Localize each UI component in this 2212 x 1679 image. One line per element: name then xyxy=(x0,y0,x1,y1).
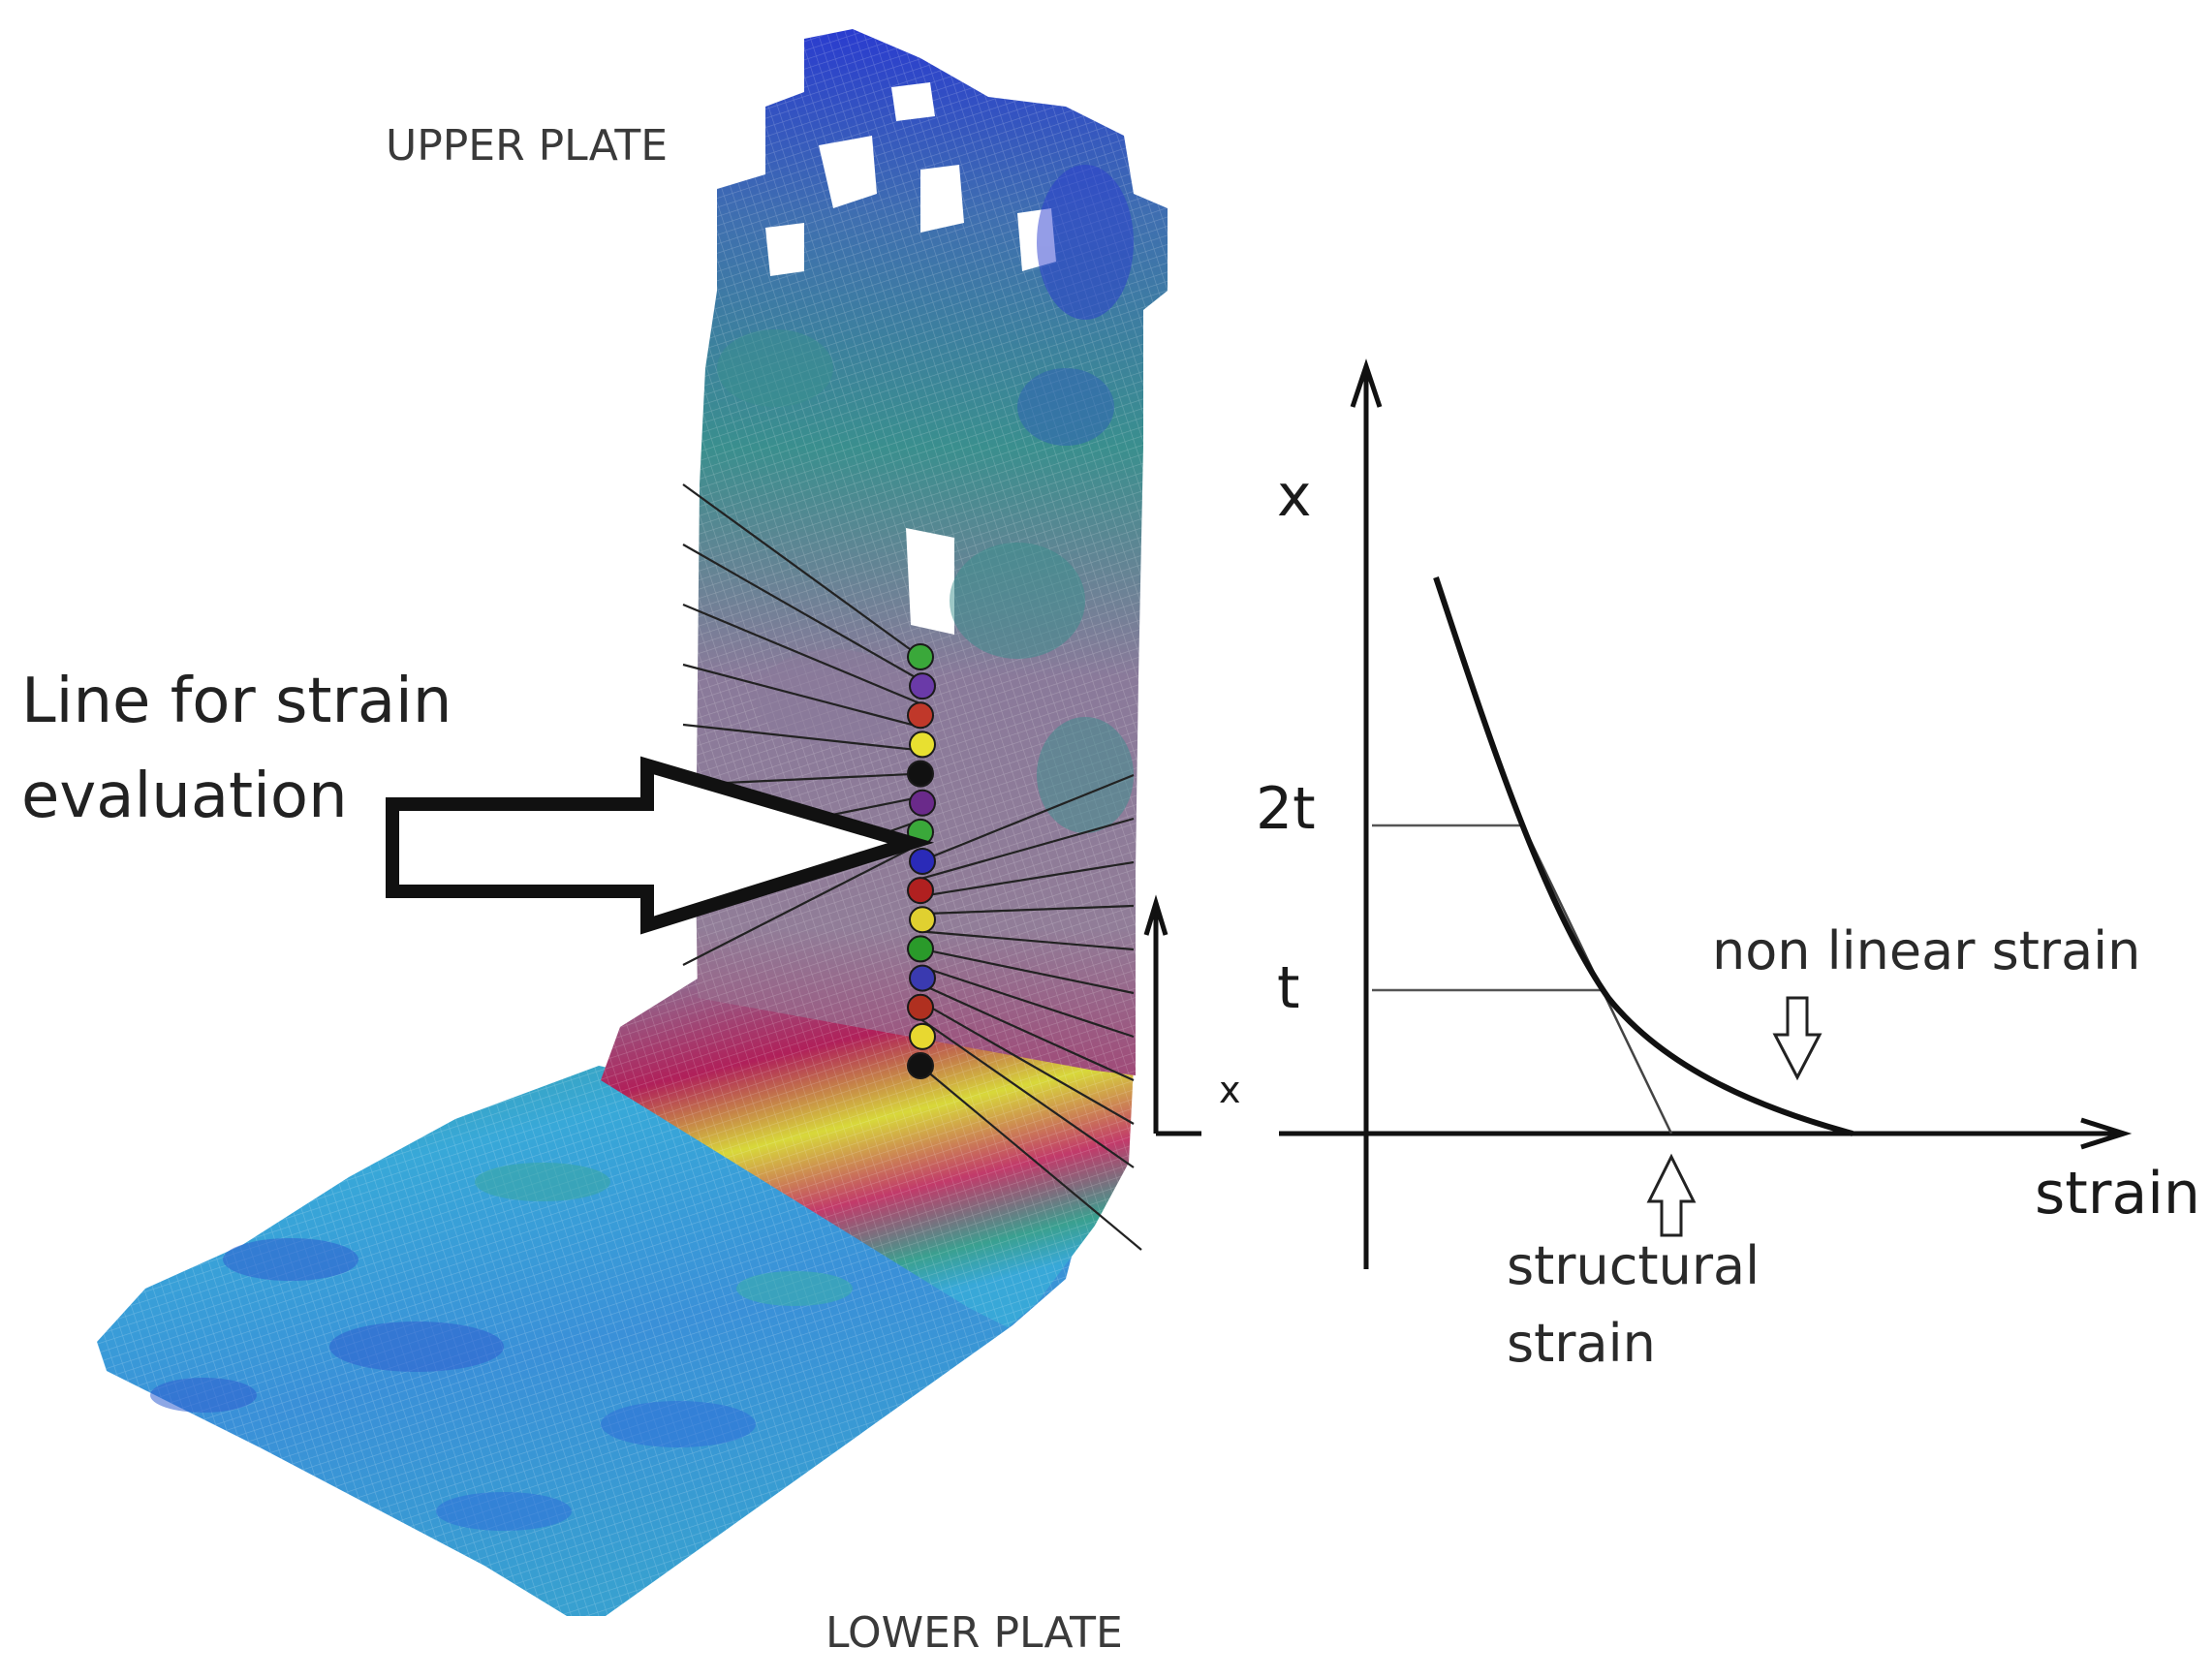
structural-strain-label-1: structural xyxy=(1507,1235,1760,1296)
evaluation-line xyxy=(919,1000,1135,1125)
y-axis-label: x xyxy=(1277,462,1312,530)
evaluation-line xyxy=(919,904,1135,916)
evaluation-line xyxy=(682,723,921,752)
evaluation-line xyxy=(682,544,921,682)
evaluation-point xyxy=(907,993,934,1021)
evaluation-line xyxy=(682,842,921,966)
evaluation-point xyxy=(907,1052,934,1079)
callout-arrow xyxy=(386,756,935,935)
evaluation-point xyxy=(907,935,934,963)
evaluation-points xyxy=(907,643,936,1079)
nonlinear-strain-label: non linear strain xyxy=(1712,920,2140,981)
y-axis-arrowhead xyxy=(1350,358,1383,408)
weld-height-arrow xyxy=(1143,894,1201,1136)
upper-plate-label: UPPER PLATE xyxy=(386,121,668,171)
evaluation-line xyxy=(919,817,1135,881)
upper-plate-contours xyxy=(717,165,1134,833)
weld-height-label: x xyxy=(1219,1069,1241,1111)
evaluation-point xyxy=(909,789,936,817)
structural-strain-label-2: strain xyxy=(1507,1313,1656,1374)
lower-plate-contours xyxy=(150,1163,853,1531)
evaluation-point xyxy=(909,964,936,992)
evaluation-line xyxy=(682,663,921,729)
evaluation-line xyxy=(919,965,1135,1039)
level-t-label: t xyxy=(1277,954,1300,1022)
evaluation-point xyxy=(907,643,934,670)
strain-graph: x strain 2t t non linear strain structur… xyxy=(1256,358,2200,1374)
evaluation-point xyxy=(907,701,934,730)
callout-line-2: evaluation xyxy=(21,761,348,832)
evaluation-point xyxy=(909,731,936,759)
callout-line-1: Line for strain xyxy=(21,666,452,737)
evaluation-point xyxy=(909,672,936,700)
evaluation-lines xyxy=(682,483,1142,1251)
nonlinear-pointer-arrow xyxy=(1772,996,1823,1081)
evaluation-point xyxy=(909,848,936,875)
evaluation-point xyxy=(909,906,936,934)
evaluation-line xyxy=(919,860,1135,898)
evaluation-line xyxy=(919,1065,1142,1251)
evaluation-line xyxy=(919,1017,1135,1168)
fe-model: x UPPER PLATE LOWER PLATE Line for strai… xyxy=(21,29,1241,1658)
evaluation-point xyxy=(907,760,934,788)
evaluation-point xyxy=(909,1022,936,1050)
evaluation-point xyxy=(907,877,934,905)
x-axis-label: strain xyxy=(2035,1160,2200,1228)
level-2t-label: 2t xyxy=(1256,775,1316,843)
evaluation-line xyxy=(919,930,1135,951)
x-axis-arrowhead xyxy=(2080,1117,2133,1150)
nonlinear-strain-curve xyxy=(1433,576,1854,1136)
lower-plate-label: LOWER PLATE xyxy=(826,1608,1123,1658)
evaluation-line xyxy=(919,948,1135,995)
evaluation-line xyxy=(919,982,1135,1082)
evaluation-line xyxy=(682,603,921,705)
structural-pointer-arrow xyxy=(1646,1153,1697,1237)
evaluation-line xyxy=(919,773,1135,863)
evaluation-line xyxy=(682,483,921,658)
